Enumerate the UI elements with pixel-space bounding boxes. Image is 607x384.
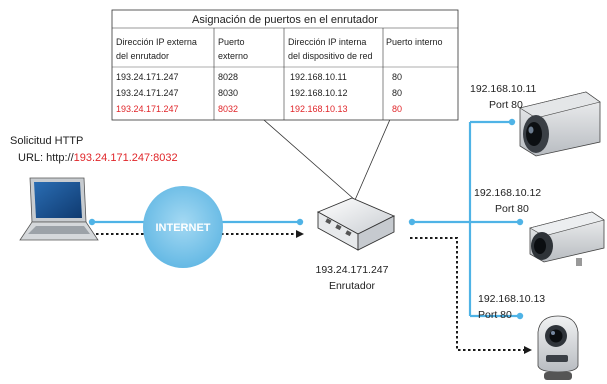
header-internal-port: Puerto interno (386, 37, 443, 47)
cell-external-ip: 193.24.171.247 (116, 104, 179, 114)
table-row-highlighted: 193.24.171.247 8032 192.168.10.13 80 (116, 104, 402, 114)
request-arrowhead (296, 230, 304, 238)
camera-1-port: Port 80 (489, 99, 523, 111)
table-title: Asignación de puertos en el enrutador (192, 14, 378, 26)
header-internal-ip-2: del dispositivo de red (288, 51, 373, 61)
cell-external-ip: 193.24.171.247 (116, 88, 179, 98)
header-external-port: Puerto (218, 37, 245, 47)
cell-external-port: 8032 (218, 104, 238, 114)
cell-internal-ip: 192.168.10.12 (290, 88, 348, 98)
link-endpoint (508, 118, 516, 126)
cell-external-port: 8028 (218, 72, 238, 82)
camera-3-port: Port 80 (478, 309, 512, 321)
cell-internal-ip: 192.168.10.11 (290, 72, 347, 82)
router-icon (316, 197, 396, 251)
link-endpoint (296, 218, 304, 226)
cell-internal-port: 80 (392, 72, 402, 82)
port-mapping-callout: Asignación de puertos en el enrutador Di… (111, 9, 459, 201)
header-external-ip: Dirección IP externa (116, 37, 197, 47)
camera-1-ip: 192.168.10.11 (470, 83, 537, 95)
camera-3-ip: 192.168.10.13 (478, 293, 545, 305)
network-links (88, 118, 532, 354)
url-value: 193.24.171.247:8032 (74, 152, 178, 164)
url-prefix: URL: http:// (18, 152, 75, 164)
request-arrowhead (524, 346, 532, 354)
request-url: URL: http://193.24.171.247:8032 (18, 152, 178, 164)
link-endpoint (516, 218, 524, 226)
request-title: Solicitud HTTP (10, 135, 83, 147)
table-row: 193.24.171.247 8030 192.168.10.12 80 (116, 88, 402, 98)
laptop-icon (19, 177, 99, 241)
cube-camera-icon (537, 315, 579, 380)
header-internal-ip: Dirección IP interna (288, 37, 366, 47)
request-path-forward (410, 237, 524, 351)
cell-internal-port: 80 (392, 104, 402, 114)
link-endpoint (516, 312, 524, 320)
header-external-ip-2: del enrutador (116, 51, 169, 61)
table-row: 193.24.171.247 8028 192.168.10.11 80 (116, 72, 402, 82)
router-ip: 193.24.171.247 (316, 264, 389, 276)
camera-2-ip: 192.168.10.12 (474, 187, 541, 199)
cell-internal-port: 80 (392, 88, 402, 98)
camera-2-port: Port 80 (495, 203, 529, 215)
box-camera-icon (519, 91, 601, 157)
cell-external-ip: 193.24.171.247 (116, 72, 179, 82)
cell-internal-ip: 192.168.10.13 (290, 104, 348, 114)
fixed-camera-icon (529, 211, 605, 266)
header-external-port-2: externo (218, 51, 248, 61)
link-endpoint (408, 218, 416, 226)
link-endpoint (88, 218, 96, 226)
cell-external-port: 8030 (218, 88, 238, 98)
port-mapping-table (111, 9, 459, 121)
internet-cloud: INTERNET (143, 186, 223, 268)
internet-label: INTERNET (156, 222, 211, 234)
router-name: Enrutador (329, 280, 376, 292)
